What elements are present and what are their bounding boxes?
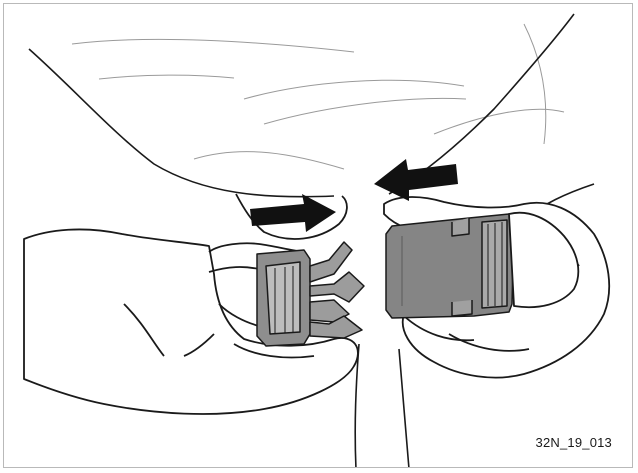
push-arrow-left	[250, 194, 336, 232]
figure-frame: 32N_19_013	[3, 3, 633, 468]
left-hand	[23, 193, 359, 415]
push-arrow-right	[374, 159, 458, 201]
buckle-female-part	[385, 213, 515, 319]
buckle-illustration	[23, 13, 611, 467]
figure-code: 32N_19_013	[535, 435, 612, 450]
right-hand-fingers	[508, 211, 580, 309]
buckle-male-part	[256, 241, 365, 347]
